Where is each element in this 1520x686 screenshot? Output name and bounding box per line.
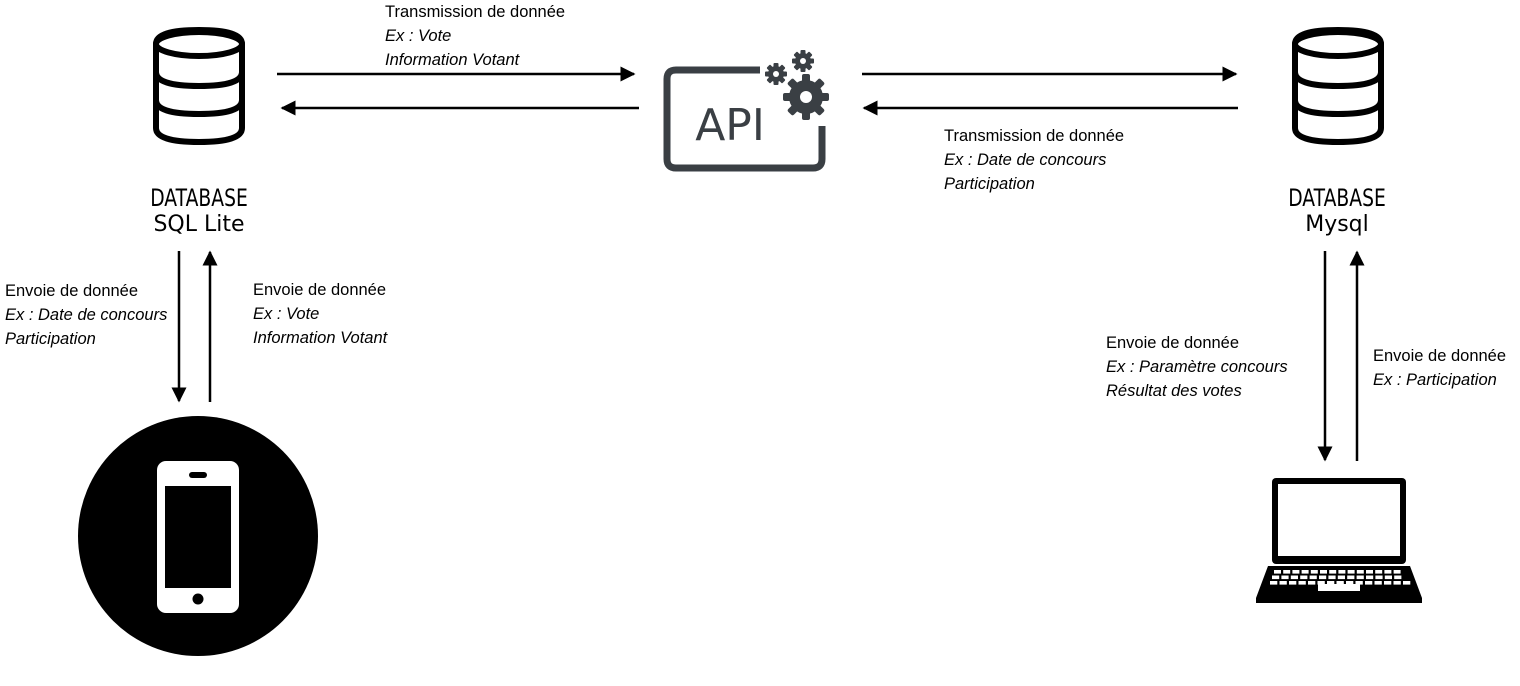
laptop-key xyxy=(1347,575,1355,580)
smartphone-icon xyxy=(78,416,318,656)
annotation-api-left: Transmission de donnée Ex : Vote Informa… xyxy=(385,0,565,72)
laptop-icon xyxy=(1256,478,1422,603)
laptop-key xyxy=(1384,575,1392,580)
laptop-key xyxy=(1393,581,1401,585)
laptop-key xyxy=(1281,575,1289,580)
annotation-title: Envoie de donnée xyxy=(5,282,139,300)
annotation-line: Ex : Vote xyxy=(385,27,452,45)
annotation-line: Résultat des votes xyxy=(1106,382,1242,400)
laptop-key xyxy=(1272,575,1280,580)
annotation-sqlite-down: Envoie de donnée Ex : Date de concours P… xyxy=(5,279,167,351)
laptop-key xyxy=(1366,570,1373,574)
laptop-key xyxy=(1292,570,1300,574)
laptop-key xyxy=(1327,581,1335,585)
database-icon xyxy=(153,26,245,146)
laptop-key xyxy=(1346,581,1354,585)
laptop-key xyxy=(1317,581,1325,585)
annotation-title: Envoie de donnée xyxy=(1106,334,1240,352)
annotation-line: Ex : Paramètre concours xyxy=(1106,358,1288,376)
laptop-key xyxy=(1301,570,1309,574)
laptop-key xyxy=(1336,581,1344,585)
annotation-line: Information Votant xyxy=(253,329,388,347)
laptop-key xyxy=(1298,581,1306,585)
laptop-key xyxy=(1279,581,1287,585)
laptop-key xyxy=(1283,570,1291,574)
laptop-key xyxy=(1374,581,1382,585)
annotation-line: Ex : Date de concours xyxy=(944,151,1107,169)
db-right-heading: DATABASE xyxy=(1288,184,1386,212)
annotation-title: Transmission de donnée xyxy=(385,3,566,21)
annotation-title: Envoie de donnée xyxy=(253,281,387,299)
laptop-key xyxy=(1328,575,1336,580)
annotation-api-right: Transmission de donnée Ex : Date de conc… xyxy=(944,124,1124,196)
annotation-mysql-up: Envoie de donnée Ex : Participation xyxy=(1373,344,1506,392)
laptop-key xyxy=(1366,575,1374,580)
annotation-line: Ex : Vote xyxy=(253,305,320,323)
annotation-line: Ex : Participation xyxy=(1373,371,1497,389)
laptop-key xyxy=(1308,581,1316,585)
database-icon xyxy=(1292,26,1384,146)
laptop-key xyxy=(1329,570,1337,574)
laptop-key xyxy=(1309,575,1317,580)
laptop-key xyxy=(1393,570,1401,574)
laptop-key xyxy=(1290,575,1298,580)
laptop-key xyxy=(1375,570,1383,574)
laptop-key xyxy=(1356,575,1364,580)
annotation-line: Ex : Date de concours xyxy=(5,306,168,324)
api-label: API xyxy=(695,100,765,151)
laptop-key xyxy=(1355,581,1363,585)
laptop-key xyxy=(1289,581,1297,585)
laptop-key xyxy=(1319,575,1327,580)
db-left-name: SQL Lite xyxy=(153,212,245,237)
laptop-key xyxy=(1337,575,1345,580)
laptop-key xyxy=(1375,575,1383,580)
api-gears-icon: API xyxy=(663,50,829,172)
laptop-key xyxy=(1320,570,1327,574)
laptop-key xyxy=(1384,570,1392,574)
laptop-key xyxy=(1300,575,1308,580)
laptop-key xyxy=(1274,570,1281,574)
annotation-line: Information Votant xyxy=(385,51,520,69)
annotation-line: Participation xyxy=(944,175,1035,193)
db-left-title: DATABASE SQL Lite xyxy=(99,184,299,238)
laptop-key xyxy=(1403,581,1411,585)
laptop-key xyxy=(1356,570,1364,574)
annotation-title: Envoie de donnée xyxy=(1373,347,1507,365)
laptop-key xyxy=(1394,575,1402,580)
annotation-title: Transmission de donnée xyxy=(944,127,1125,145)
laptop-key xyxy=(1270,581,1278,585)
annotation-mysql-down: Envoie de donnée Ex : Paramètre concours… xyxy=(1106,331,1288,403)
laptop-key xyxy=(1310,570,1318,574)
laptop-key xyxy=(1347,570,1355,574)
laptop-key xyxy=(1338,570,1346,574)
laptop-key xyxy=(1365,581,1373,585)
laptop-key xyxy=(1384,581,1392,585)
db-right-title: DATABASE Mysql xyxy=(1237,184,1437,238)
annotation-sqlite-up: Envoie de donnée Ex : Vote Information V… xyxy=(253,278,387,350)
annotation-line: Participation xyxy=(5,330,96,348)
db-right-name: Mysql xyxy=(1305,212,1369,237)
db-left-heading: DATABASE xyxy=(150,184,248,212)
